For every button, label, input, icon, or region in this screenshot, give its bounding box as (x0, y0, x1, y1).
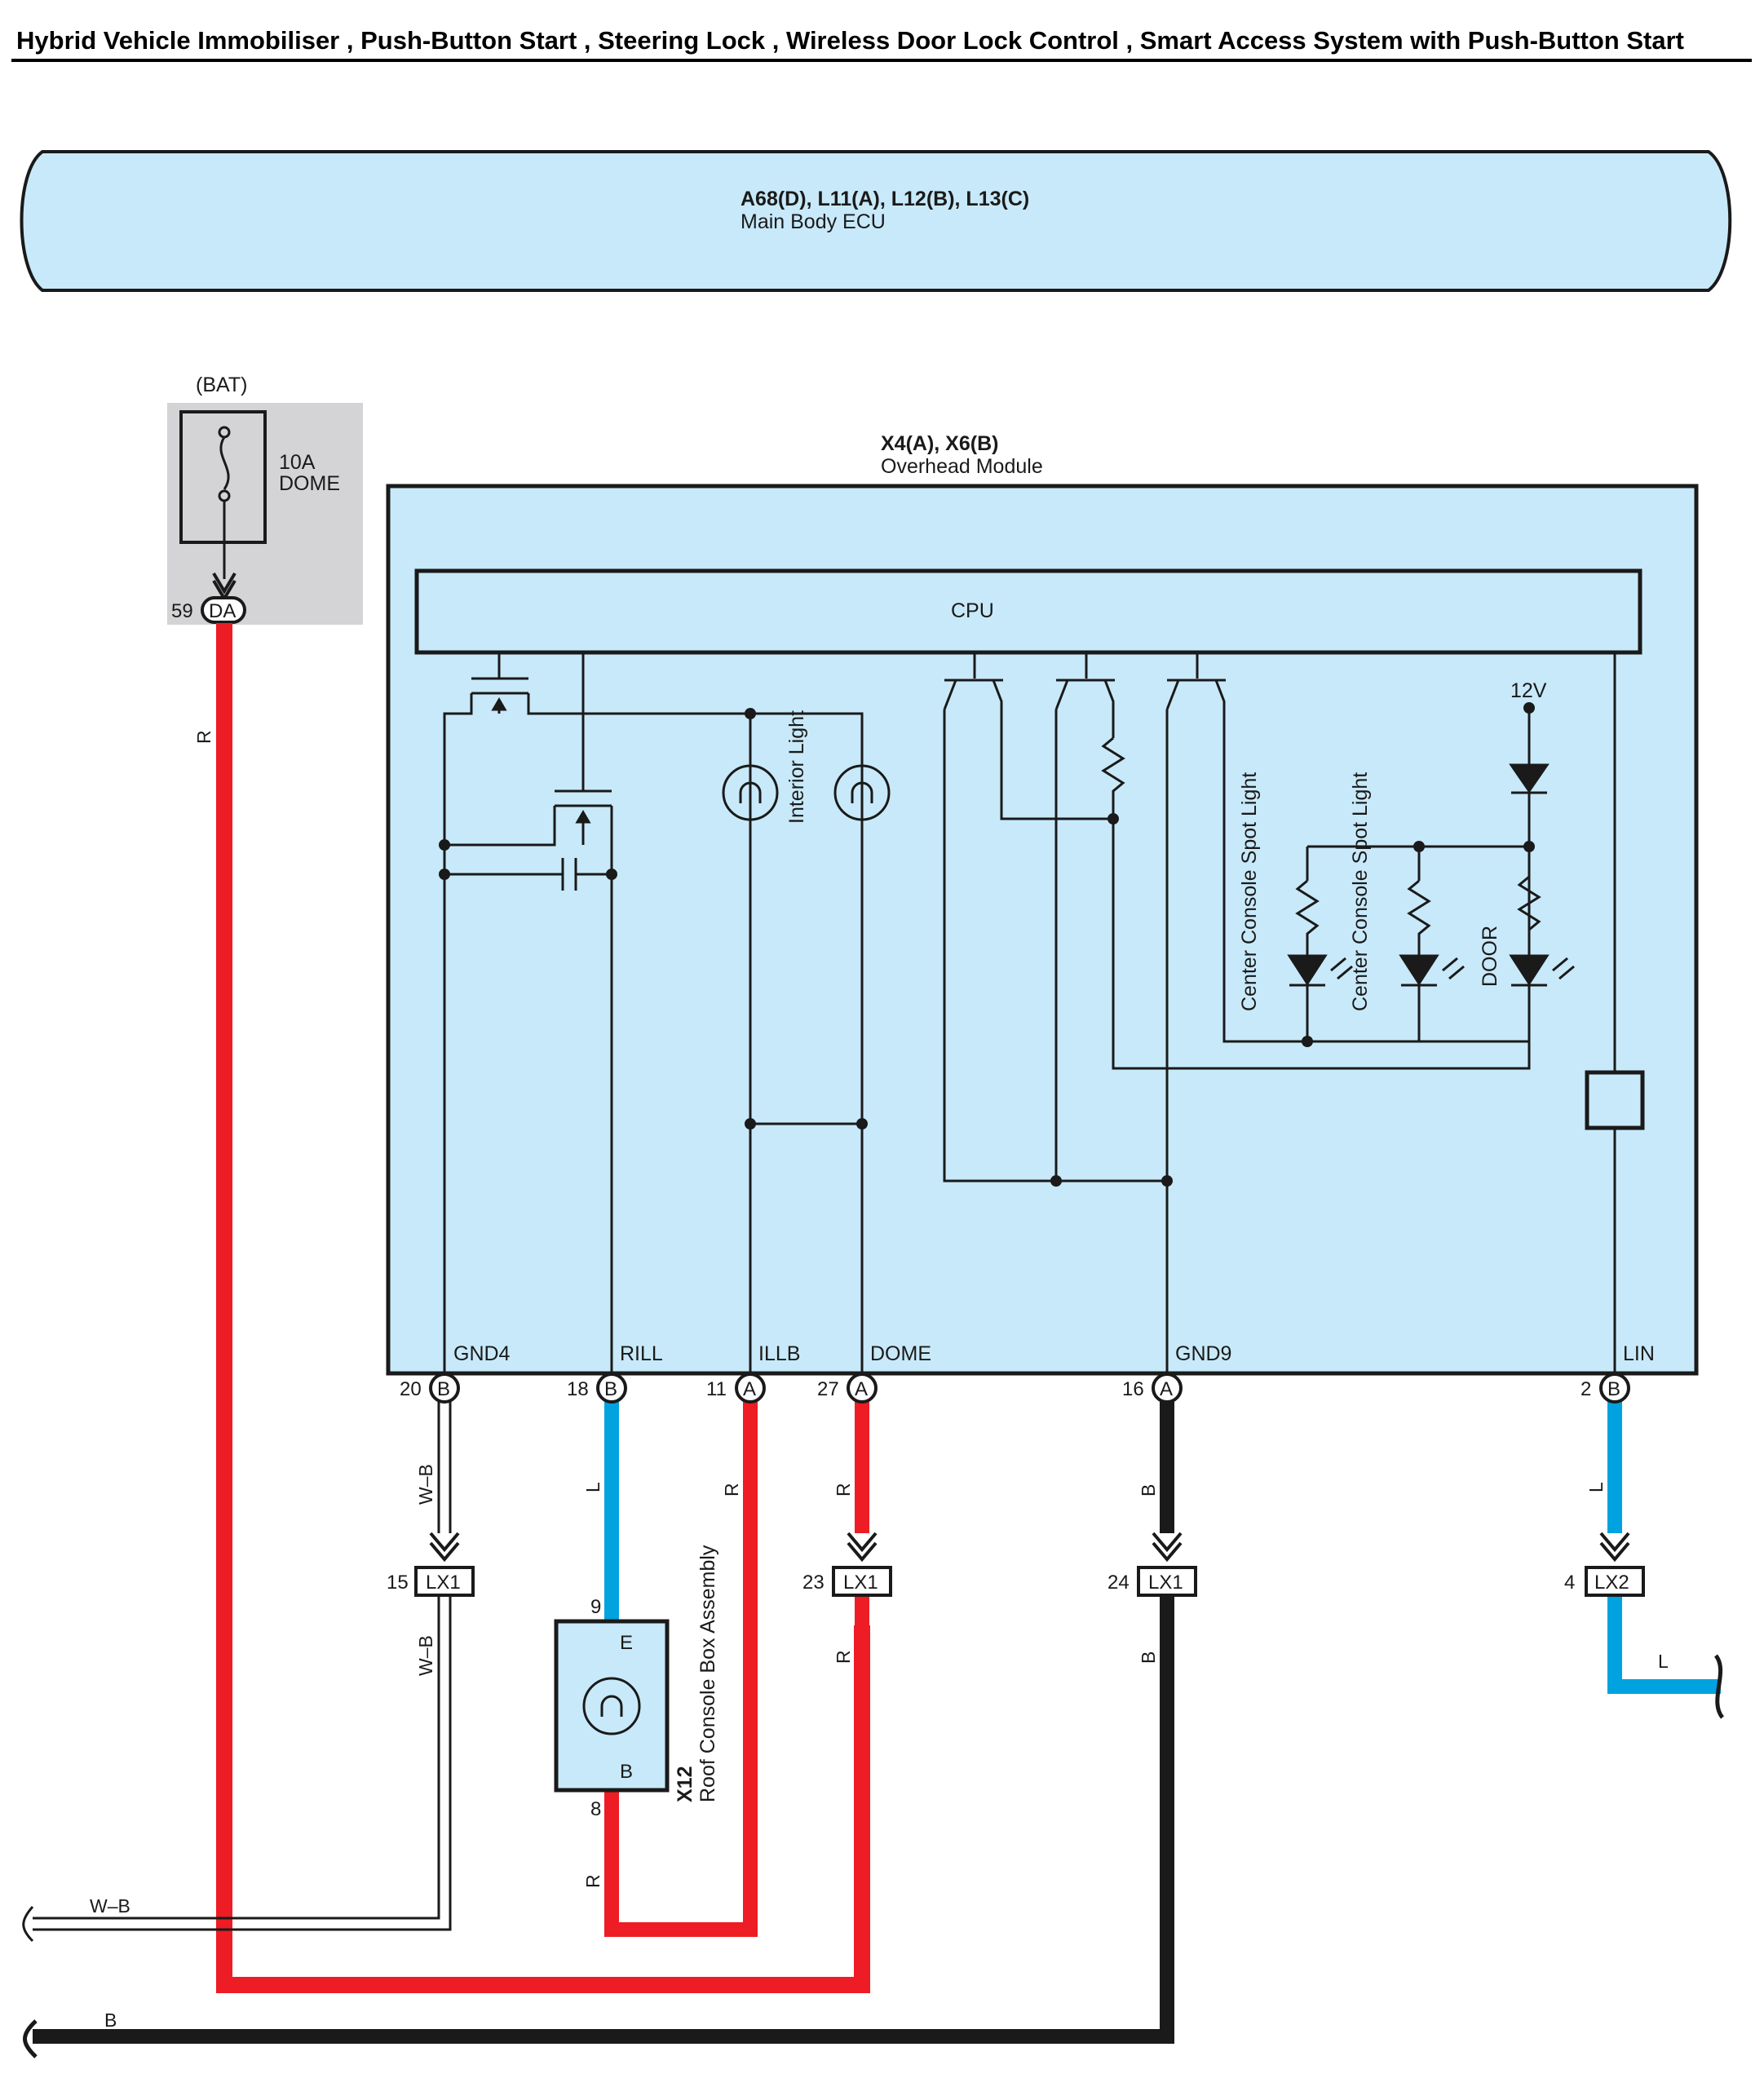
fuse-name: DOME (279, 472, 340, 495)
roof-console-pin-bottom: 8 (590, 1798, 601, 1820)
ground-black-label: B (104, 2009, 117, 2031)
interior-light-label: Interior Light (785, 710, 808, 824)
lin-junction: LX2 (1594, 1572, 1629, 1594)
lin-pin-number: 2 (1581, 1378, 1591, 1400)
fuse-source: (BAT) (196, 374, 247, 396)
rill-wire-color: L (582, 1482, 603, 1492)
module-circuitry (443, 652, 1645, 1373)
lin-pin-code: B (1607, 1378, 1620, 1400)
door-label: DOOR (1479, 926, 1501, 987)
gnd9-wire-color: B (1138, 1484, 1159, 1497)
junction-arrows (429, 1532, 1630, 1563)
gnd4-pin-code: B (437, 1378, 450, 1400)
roof-console-pin-top-code: E (620, 1632, 633, 1654)
lin-wire-after-color: L (1658, 1651, 1669, 1672)
roof-console-pin-bottom-code: B (620, 1761, 633, 1783)
roof-console-box (554, 1619, 670, 1793)
spot-light-1-label: Center Console Spot Light (1238, 772, 1261, 1011)
gnd4-junction: LX1 (426, 1572, 461, 1594)
supply-12v-label: 12V (1510, 679, 1547, 702)
spot-light-2-label: Center Console Spot Light (1349, 772, 1372, 1011)
ground-black-end-icon (23, 2019, 38, 2058)
wire-gnd4-white-black (22, 1386, 452, 1943)
overhead-module-connectors: X4(A), X6(B) (881, 432, 998, 455)
roof-console-bottom-wire-color: R (582, 1874, 603, 1888)
gnd4-pin-number: 20 (400, 1378, 422, 1400)
dome-pin-number: 27 (817, 1378, 839, 1400)
dome-junction: LX1 (843, 1572, 878, 1594)
terminal-illb-name: ILLB (758, 1342, 800, 1365)
terminal-gnd9-name: GND9 (1175, 1342, 1231, 1365)
roof-console-pin-top: 9 (590, 1596, 601, 1618)
ground-white-black-label: W–B (90, 1895, 130, 1917)
gnd4-wire-after-color: W–B (415, 1635, 436, 1676)
gnd4-wire-color: W–B (415, 1464, 436, 1505)
fuse-wire-color: R (193, 730, 214, 744)
main-ecu-name: Main Body ECU (741, 210, 886, 233)
cpu-box (414, 568, 1642, 655)
roof-console-name: Roof Console Box Assembly (696, 1545, 719, 1802)
gnd9-pin-number: 16 (1122, 1378, 1144, 1400)
gnd9-junction-pin: 24 (1107, 1572, 1130, 1594)
junction-dots (439, 702, 1535, 1187)
lin-junction-pin: 4 (1564, 1572, 1575, 1594)
lamp-icon (582, 1677, 641, 1735)
gnd9-junction: LX1 (1148, 1572, 1183, 1594)
junction-boxes (414, 1566, 1645, 1597)
gnd9-wire-after-color: B (1138, 1651, 1159, 1664)
dome-pin-code: A (855, 1378, 868, 1400)
terminal-gnd4-name: GND4 (453, 1342, 511, 1365)
gnd4-junction-pin: 15 (387, 1572, 409, 1594)
fuse-rating: 10A (279, 451, 316, 474)
terminal-dome-name: DOME (870, 1342, 931, 1365)
illb-pin-code: A (743, 1378, 756, 1400)
main-ecu-connectors: A68(D), L11(A), L12(B), L13(C) (741, 188, 1029, 210)
lin-end-icon (1713, 1654, 1725, 1719)
overhead-module-name: Overhead Module (881, 455, 1043, 478)
main-body-ecu-box (20, 150, 1732, 292)
terminal-rill-name: RILL (620, 1342, 663, 1365)
fuse-icon (218, 426, 231, 579)
fuse-pin-number: 59 (171, 600, 193, 622)
module-pins (429, 1373, 1630, 1404)
gnd9-pin-code: A (1160, 1378, 1173, 1400)
terminal-lin-name: LIN (1623, 1342, 1655, 1365)
page-title: Hybrid Vehicle Immobiliser , Push-Button… (16, 26, 1684, 55)
wire-lin-blue-lower (1607, 1597, 1721, 1694)
cpu-label: CPU (951, 599, 994, 622)
lin-wire-color: L (1585, 1482, 1607, 1492)
dome-junction-pin: 23 (802, 1572, 825, 1594)
dome-wire-after-color: R (833, 1650, 854, 1664)
roof-console-code: X12 (674, 1766, 696, 1802)
wire-illb-red (604, 1386, 758, 1937)
fuse-pin-code: DA (209, 600, 236, 622)
rill-pin-code: B (604, 1378, 617, 1400)
illb-pin-number: 11 (706, 1378, 727, 1400)
wire-gnd9-black-lower (33, 1597, 1174, 2044)
illb-wire-color: R (721, 1483, 742, 1497)
fuse-pin (201, 596, 246, 624)
rill-pin-number: 18 (567, 1378, 589, 1400)
dome-wire-color: R (833, 1483, 854, 1497)
